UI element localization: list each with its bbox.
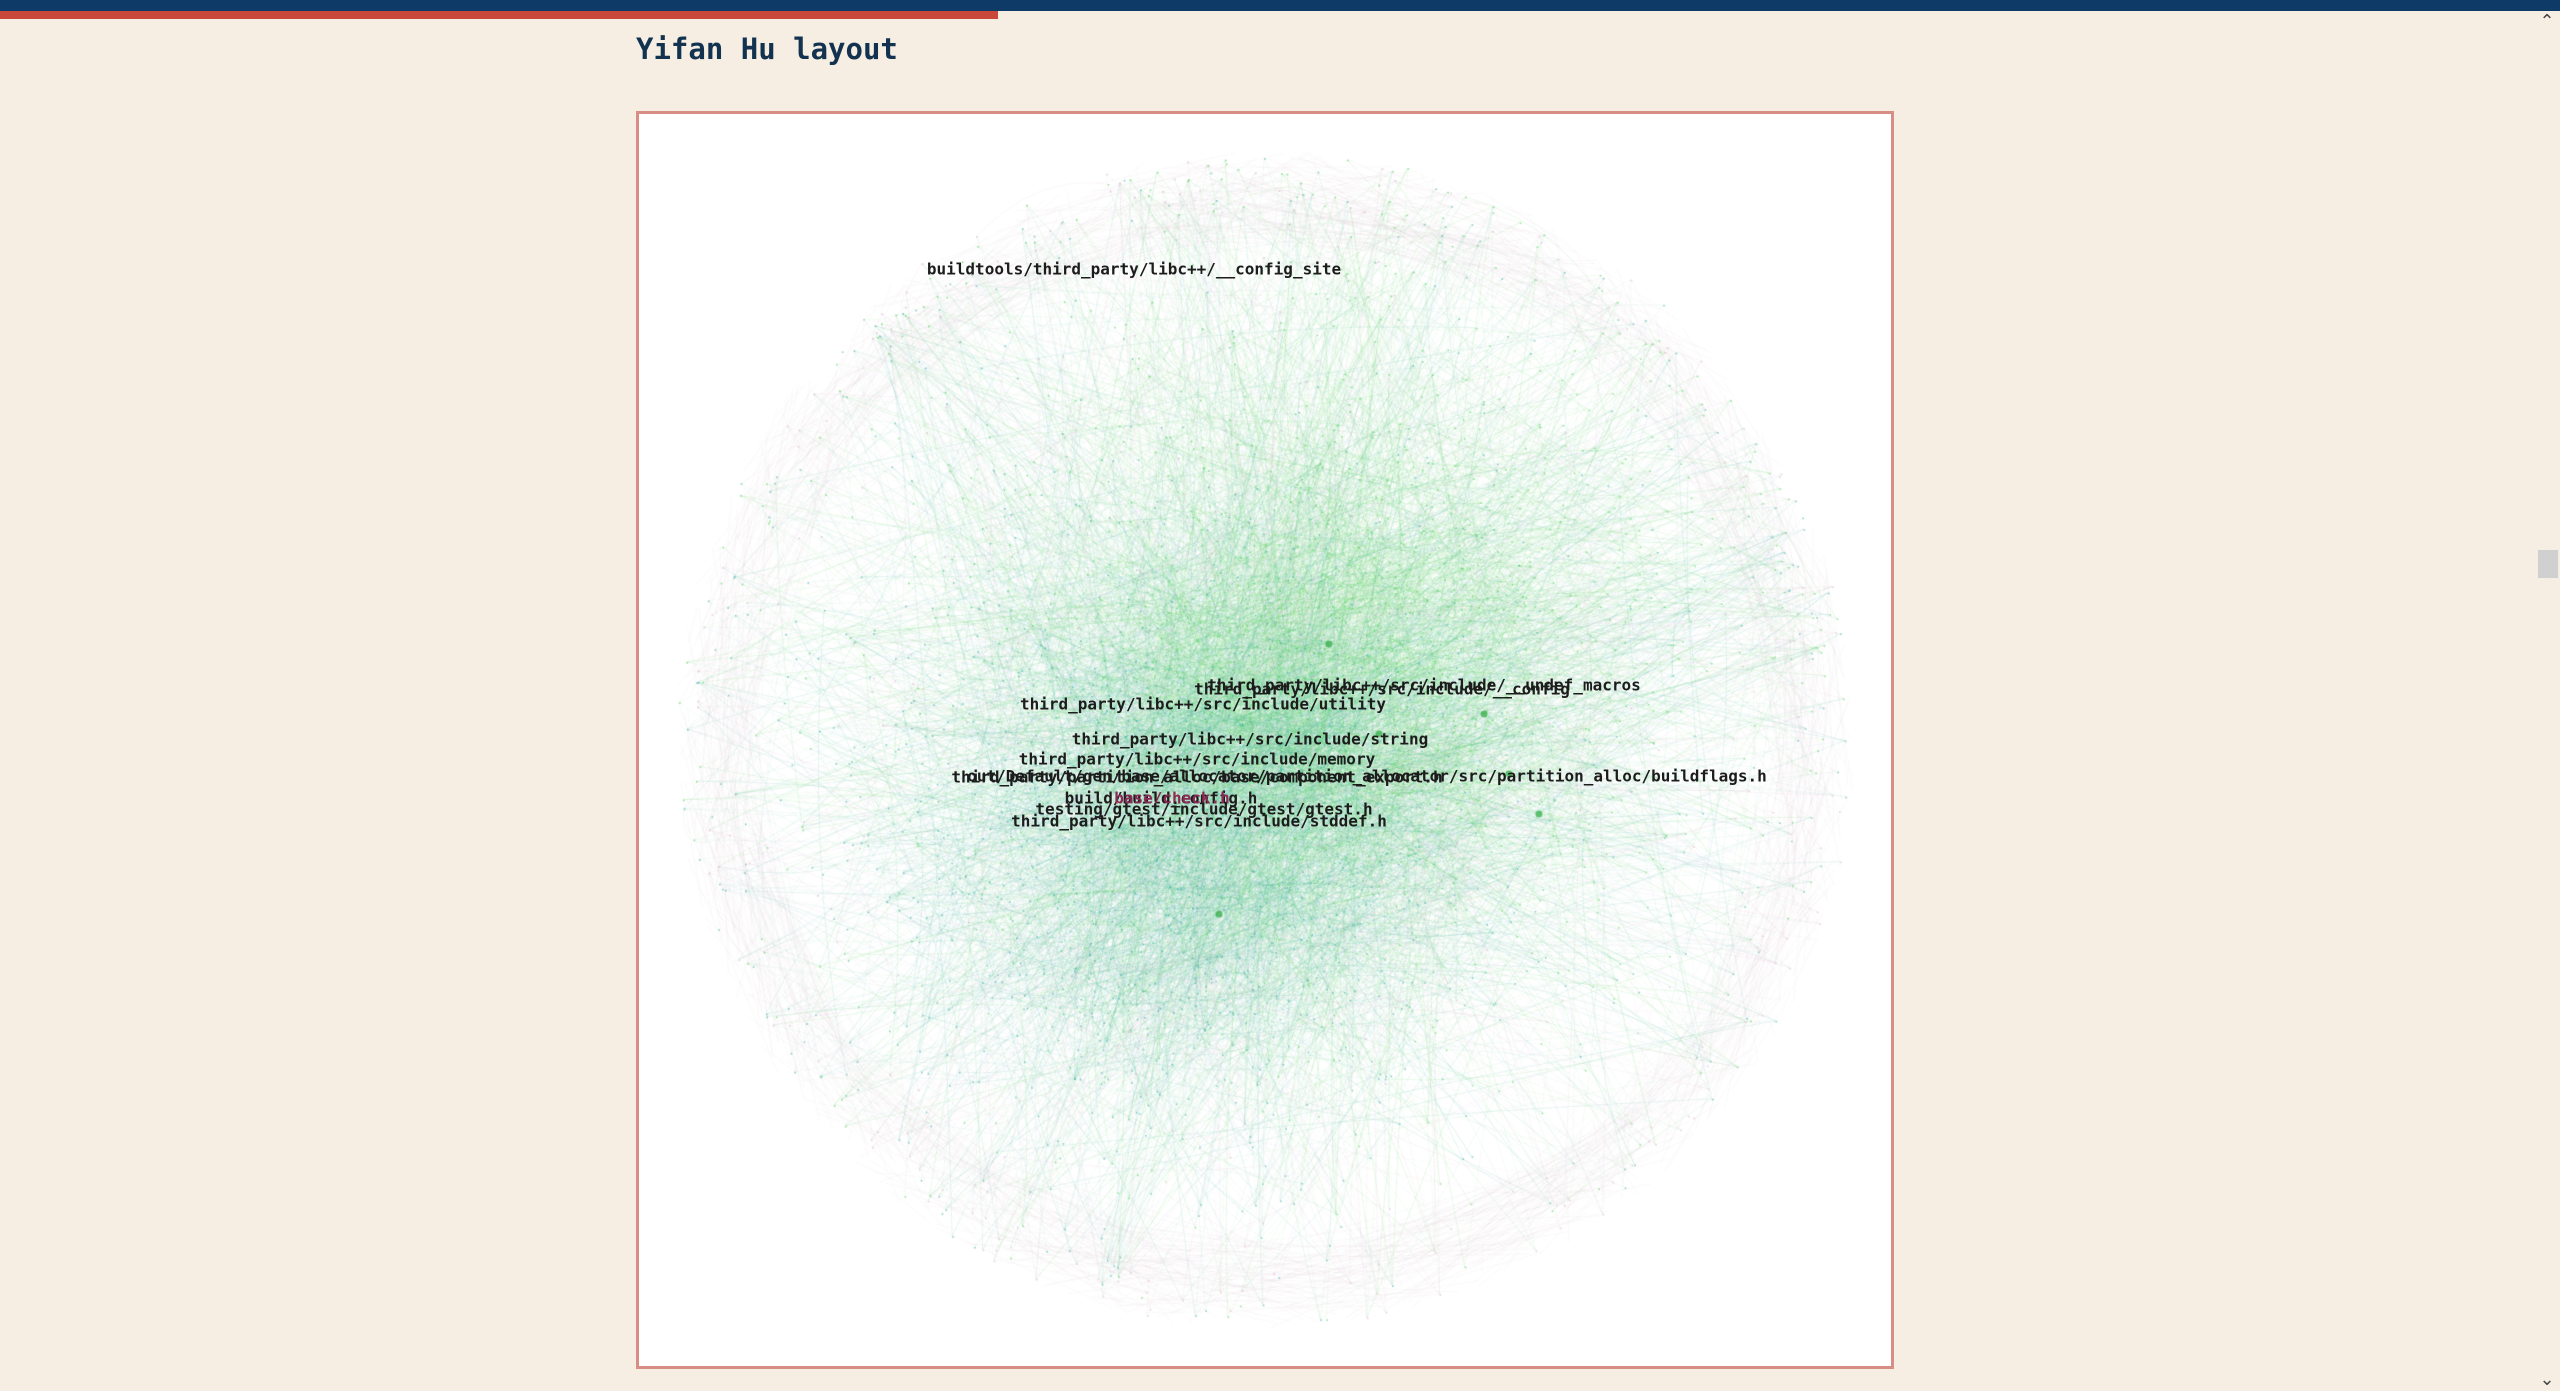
node-label: third_party/partition_alloc/base/compone…	[951, 767, 1443, 787]
page-scrollbar[interactable]: ⌃ ⌄	[2534, 11, 2560, 1391]
node-label: third_party/libc++/src/include/stddef.h	[1011, 811, 1387, 831]
node-label: third_party/libc++/src/include/memory	[1018, 749, 1376, 769]
scroll-up-icon[interactable]: ⌃	[2539, 11, 2555, 32]
scroll-thumb[interactable]	[2538, 550, 2558, 578]
node-label: base/check.h	[1114, 788, 1230, 808]
reading-progress-bar	[0, 11, 999, 19]
node-label: third_party/libc++/src/include/string	[1071, 729, 1429, 749]
node-label: out/Default/gen/base/allocator/partition…	[967, 766, 1767, 786]
node-label: build/build_config.h	[1064, 788, 1258, 808]
page-title: Yifan Hu layout	[636, 32, 898, 66]
top-bar	[0, 0, 2560, 11]
node-label: buildtools/third_party/libc++/__config_s…	[926, 259, 1342, 279]
reading-progress-fill	[0, 11, 999, 19]
node-label: third_party/libc++/src/include/__config	[1194, 679, 1570, 699]
scroll-down-icon[interactable]: ⌄	[2539, 1369, 2555, 1390]
node-label: testing/gtest/include/gtest/gtest.h	[1035, 799, 1373, 819]
node-label: third_party/libc++/src/include/utility	[1019, 694, 1387, 714]
graph-canvas	[639, 114, 1891, 1366]
graph-frame: buildtools/third_party/libc++/__config_s…	[636, 111, 1894, 1369]
node-label: third_party/libc++/src/include/__undef_m…	[1207, 675, 1641, 695]
